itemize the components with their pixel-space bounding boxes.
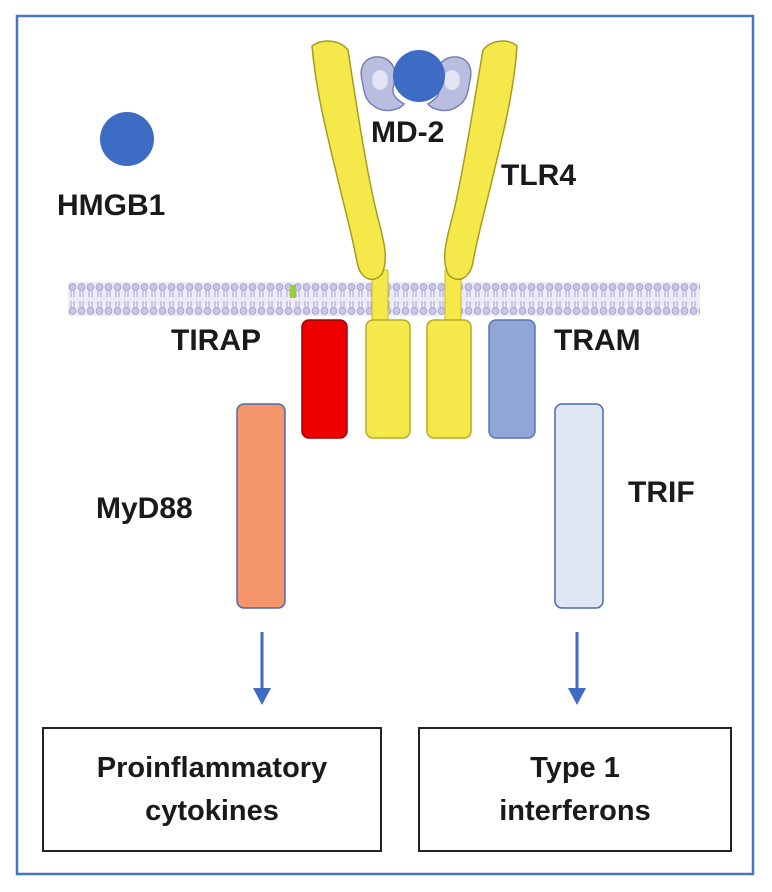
tirap-domain <box>301 319 348 439</box>
myd88-arrow <box>253 632 271 705</box>
md2-right-inner <box>444 70 460 90</box>
label-tram: TRAM <box>554 324 641 357</box>
membrane-marker <box>290 285 296 298</box>
label-trif: TRIF <box>628 476 695 509</box>
trif-arrow <box>568 632 586 705</box>
label-hmgb1: HMGB1 <box>57 189 166 222</box>
label-tlr4: TLR4 <box>501 159 576 192</box>
outer-frame <box>15 14 755 876</box>
label-tirap: TIRAP <box>171 324 261 357</box>
output-box-interferons: Type 1 interferons <box>418 727 732 852</box>
tlr4-right-arm <box>443 40 518 281</box>
trif-domain <box>554 403 604 609</box>
tlr4-left-arm <box>311 40 387 281</box>
label-md2: MD-2 <box>371 116 445 149</box>
output-text-proinflammatory: Proinflammatory cytokines <box>96 752 328 827</box>
label-myd88: MyD88 <box>96 492 193 525</box>
tram-domain <box>488 319 536 439</box>
hmgb1-ligand <box>100 112 154 166</box>
tlr4-left-tir-domain <box>365 319 411 439</box>
tlr4-right-tir-domain <box>426 319 472 439</box>
md2-bound-ligand <box>393 50 445 102</box>
output-text-interferons: Type 1 interferons <box>499 752 651 827</box>
myd88-domain <box>236 403 286 609</box>
output-box-proinflammatory: Proinflammatory cytokines <box>42 727 382 852</box>
md2-left-inner <box>372 70 388 90</box>
